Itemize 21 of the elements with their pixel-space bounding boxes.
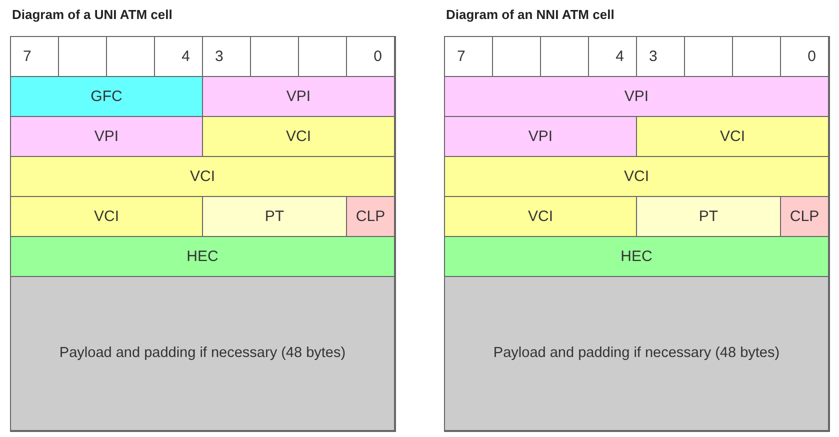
- header-field: VPI: [444, 76, 829, 117]
- header-field: VCI: [10, 196, 203, 237]
- header-field: HEC: [444, 236, 829, 277]
- header-field: VCI: [444, 156, 829, 197]
- header-field: PT: [202, 196, 347, 237]
- diagram-heading: Diagram of a UNI ATM cell: [12, 7, 172, 22]
- header-field: VPI: [10, 116, 203, 157]
- header-field: VCI: [636, 116, 829, 157]
- header-field: HEC: [10, 236, 395, 277]
- payload-field: Payload and padding if necessary (48 bytes): [10, 276, 395, 431]
- header-field: PT: [636, 196, 781, 237]
- header-field: VCI: [444, 196, 637, 237]
- header-field: VPI: [444, 116, 637, 157]
- diagram-heading: Diagram of an NNI ATM cell: [446, 7, 614, 22]
- header-field: CLP: [780, 196, 829, 237]
- payload-field: Payload and padding if necessary (48 bytes): [444, 276, 829, 431]
- header-field: CLP: [346, 196, 395, 237]
- header-field: GFC: [10, 76, 203, 117]
- header-field: VPI: [202, 76, 395, 117]
- header-field: VCI: [202, 116, 395, 157]
- header-field: VCI: [10, 156, 395, 197]
